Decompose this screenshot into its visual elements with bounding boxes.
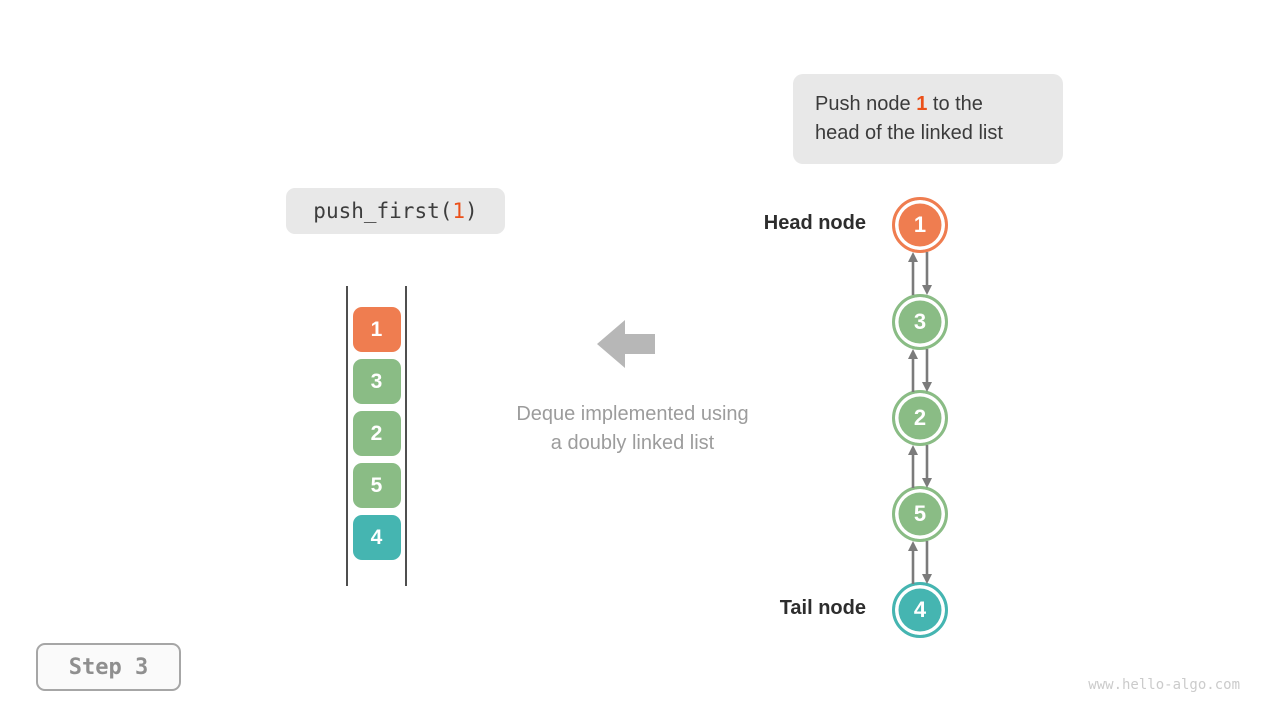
- deque-item-value: 2: [370, 421, 383, 445]
- deque-item-3: 3: [352, 359, 401, 404]
- tail-node-label: Tail node: [779, 597, 866, 619]
- deque-item-value: 3: [370, 369, 383, 393]
- doubly-link-arrows-icon: [908, 541, 932, 584]
- deque-item-4: 4: [352, 515, 401, 560]
- step-label: Step 3: [68, 654, 149, 680]
- code-prefix: push_first(: [313, 199, 453, 223]
- deque-container: 1 3 2 5 4: [346, 286, 407, 586]
- push-note-text-3: head of the linked list: [815, 122, 1003, 144]
- code-call: push_first(1): [286, 188, 505, 234]
- list-node-2: 2: [892, 390, 948, 446]
- watermark: www.hello-algo.com: [1088, 677, 1240, 693]
- list-node-4: 4: [892, 582, 948, 638]
- figure-caption: Deque implemented using a doubly linked …: [460, 400, 805, 458]
- list-node-3: 3: [892, 294, 948, 350]
- left-block-arrow-icon: [597, 320, 655, 368]
- step-indicator: Step 3: [36, 643, 181, 691]
- doubly-link-arrows-icon: [908, 349, 932, 392]
- push-note-text-2: to the: [927, 93, 983, 115]
- head-node-label: Head node: [763, 212, 866, 234]
- deque-item-1: 1: [352, 307, 401, 352]
- list-node-5: 5: [892, 486, 948, 542]
- deque-item-value: 5: [370, 473, 383, 497]
- doubly-link-arrows-icon: [908, 445, 932, 488]
- node-value: 5: [913, 501, 927, 526]
- caption-line-1: Deque implemented using: [516, 403, 749, 425]
- push-note: Push node 1 to the head of the linked li…: [793, 74, 1063, 164]
- node-value: 3: [913, 309, 927, 334]
- push-note-text-1: Push node: [815, 93, 917, 115]
- code-arg: 1: [452, 199, 466, 223]
- deque-item-5: 5: [352, 463, 401, 508]
- deque-item-value: 4: [370, 525, 383, 549]
- list-node-1: 1: [892, 197, 948, 253]
- doubly-link-arrows-icon: [908, 252, 932, 295]
- caption-line-2: a doubly linked list: [550, 432, 715, 454]
- deque-item-value: 1: [370, 317, 383, 341]
- code-suffix: ): [465, 199, 478, 223]
- node-value: 1: [913, 212, 927, 237]
- node-value: 4: [913, 597, 927, 622]
- deque-item-2: 2: [352, 411, 401, 456]
- push-note-highlight: 1: [916, 93, 928, 115]
- node-value: 2: [913, 405, 927, 430]
